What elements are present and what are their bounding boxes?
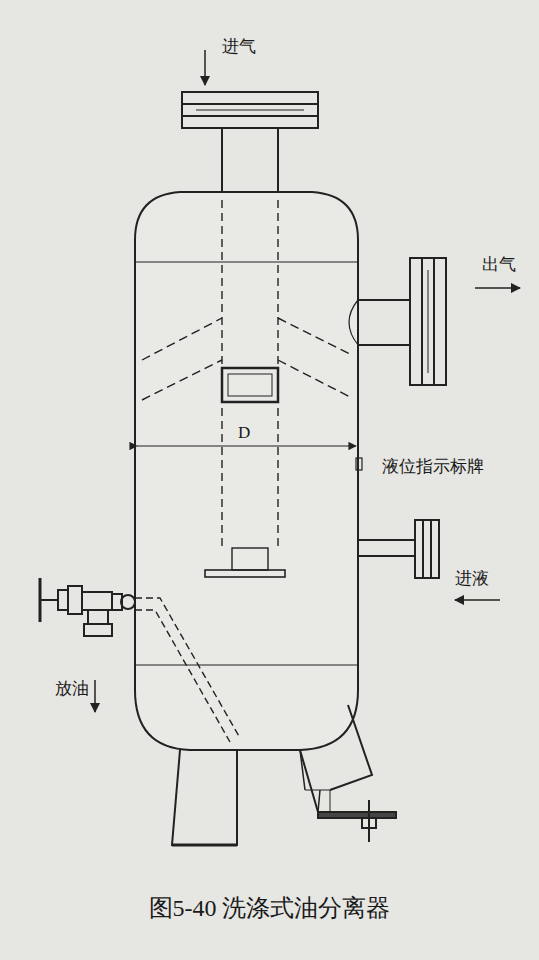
outlet-label: 出气 <box>482 256 516 275</box>
dimension-label: D <box>238 424 250 443</box>
inlet-label: 进气 <box>222 38 256 57</box>
figure-caption: 图5-40 洗涤式油分离器 <box>0 892 539 924</box>
inlet-liquid-label: 进液 <box>455 570 489 589</box>
part-label: 液位指示标牌 <box>382 458 484 477</box>
drain-label: 放油 <box>55 680 89 699</box>
